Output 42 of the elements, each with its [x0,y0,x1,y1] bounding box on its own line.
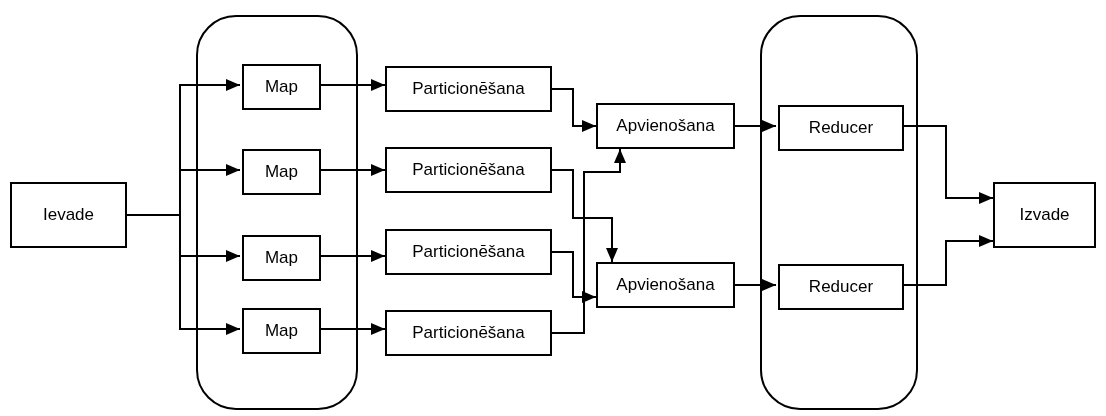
arrow [318,79,386,91]
box-label: Particionēšana [412,78,525,101]
box-label: Reducer [808,117,874,140]
process-box [242,149,321,195]
group-container [196,15,358,410]
arrow [551,148,626,334]
box-label: Particionēšana [412,159,525,182]
box-label: Izvade [1019,204,1070,227]
process-box [385,66,552,112]
process-box [778,105,904,151]
group-container [760,15,918,410]
box-label: Map [264,247,299,270]
arrow [318,164,386,176]
arrow [551,169,618,263]
box-label: Map [264,161,299,184]
box-label: Apvienošana [616,115,715,138]
process-box [993,182,1096,248]
process-box [242,308,321,354]
process-box [596,262,735,308]
process-box [596,103,735,149]
arrow [551,88,597,132]
arrow [734,120,777,132]
process-box [385,147,552,193]
process-box [385,310,552,356]
arrow [901,235,994,286]
process-box [10,182,127,248]
box-label: Map [264,76,299,99]
process-box [778,264,904,310]
process-box [385,229,552,275]
box-label: Map [264,320,299,343]
arrow [551,251,597,303]
box-label: Particionēšana [412,241,525,264]
box-label: Ievade [42,204,94,227]
box-label: Particionēšana [412,322,525,345]
arrow [318,250,386,262]
arrow [318,323,386,335]
arrow [734,279,777,291]
arrow [901,125,994,204]
process-box [242,235,321,281]
process-box [242,64,321,110]
box-label: Reducer [808,276,874,299]
box-label: Apvienošana [616,274,715,297]
